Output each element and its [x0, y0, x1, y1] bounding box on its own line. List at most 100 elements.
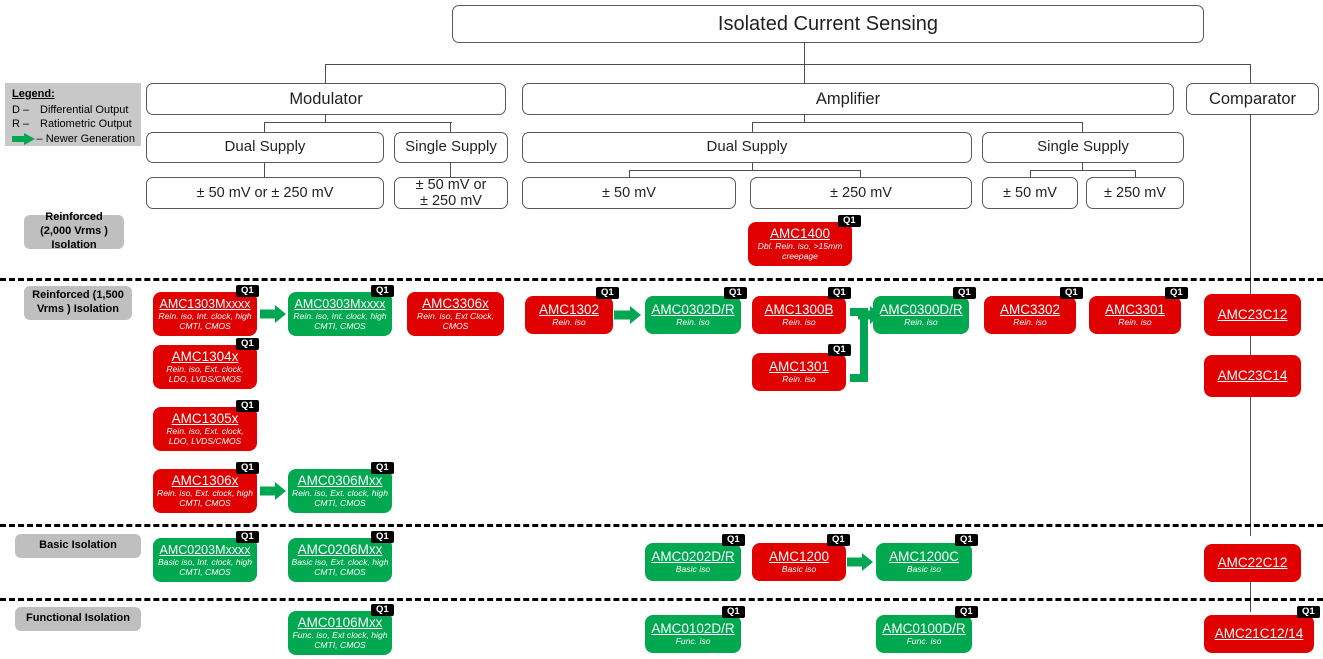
- device-amc3302[interactable]: AMC3302 Rein. iso: [984, 296, 1076, 334]
- range-amp-dual-250mv: ± 250 mV: [750, 177, 972, 209]
- connector-modsingle-down: [450, 163, 452, 178]
- device-part-number: AMC1305x: [171, 411, 239, 427]
- q1-badge: Q1: [1060, 287, 1083, 300]
- device-amc1304x[interactable]: AMC1304x Rein. iso, Ext. clock, LDO, LVD…: [153, 345, 257, 389]
- device-subtitle: Func. iso: [675, 636, 711, 647]
- device-amc1300b[interactable]: AMC1300B Rein. iso: [752, 296, 846, 334]
- device-amc1306x[interactable]: AMC1306x Rein. iso, Ext. clock, high CMT…: [153, 469, 257, 513]
- q1-badge: Q1: [828, 344, 851, 357]
- device-subtitle: Rein. iso, Ext. clock, high CMTI, CMOS: [291, 488, 388, 509]
- q1-badge: Q1: [236, 338, 259, 351]
- q1-badge: Q1: [724, 287, 747, 300]
- q1-badge: Q1: [371, 462, 394, 475]
- device-part-number: AMC1301: [768, 359, 830, 375]
- device-amc0206mxx[interactable]: AMC0206Mxx Basic iso, Ext. clock, high C…: [288, 538, 392, 582]
- device-amc0102dr[interactable]: AMC0102D/R Func. iso: [645, 615, 741, 653]
- connector-moddual-down: [264, 163, 266, 178]
- range-amp-dual-50mv: ± 50 mV: [522, 177, 736, 209]
- device-part-number: AMC1300B: [764, 302, 834, 318]
- newer-generation-arrow: [260, 305, 286, 323]
- connector-to-modulator: [325, 64, 327, 83]
- device-amc3306x[interactable]: AMC3306x Rein. iso, Ext Clock, CMOS: [407, 292, 504, 336]
- device-subtitle: Basic iso, Int. clock, high CMTI, CMOS: [157, 556, 253, 577]
- device-subtitle: Rein. iso, Int. clock, high CMTI, CMOS: [158, 310, 252, 331]
- device-subtitle: Rein. iso: [1013, 317, 1047, 328]
- device-part-number: AMC0202D/R: [651, 549, 735, 565]
- device-amc0306mxx[interactable]: AMC0306Mxx Rein. iso, Ext. clock, high C…: [288, 469, 392, 513]
- device-subtitle: Basic iso: [675, 564, 711, 575]
- device-part-number: AMC22C12: [1217, 555, 1288, 571]
- device-amc0203mxxxx[interactable]: AMC0203Mxxxx Basic iso, Int. clock, high…: [153, 538, 257, 582]
- device-amc0302dr[interactable]: AMC0302D/R Rein. iso: [645, 296, 741, 334]
- device-part-number: AMC0303Mxxxx: [294, 296, 386, 311]
- q1-badge: Q1: [371, 531, 394, 544]
- device-subtitle: Func. iso: [906, 636, 942, 647]
- row-label-basic: Basic Isolation: [15, 534, 141, 558]
- range-modulator-single: ± 50 mV or ± 250 mV: [394, 177, 508, 209]
- newer-generation-arrow: [260, 482, 286, 500]
- device-part-number: AMC0206Mxx: [297, 542, 383, 558]
- device-subtitle: Func. iso, Ext clock, high CMTI, CMOS: [292, 630, 388, 651]
- legend-row-differential: D – Differential Output: [12, 103, 135, 118]
- device-amc23c12[interactable]: AMC23C12: [1204, 294, 1301, 336]
- connector-to-comparator: [1250, 64, 1252, 83]
- device-amc22c12[interactable]: AMC22C12: [1204, 544, 1301, 582]
- connector-ampdual-down: [752, 163, 754, 171]
- connector-mod-single: [450, 122, 452, 133]
- legend-heading: Legend:: [12, 88, 55, 100]
- device-part-number: AMC23C14: [1217, 368, 1288, 384]
- q1-badge: Q1: [722, 606, 745, 619]
- q1-badge: Q1: [955, 534, 978, 547]
- device-part-number: AMC1200: [768, 549, 830, 565]
- row-label-functional: Functional Isolation: [15, 607, 141, 631]
- device-amc1200c[interactable]: AMC1200C Basic iso: [876, 543, 972, 581]
- legend-row-newer-generation: – Newer Generation: [12, 132, 135, 147]
- device-amc0202dr[interactable]: AMC0202D/R Basic iso: [645, 543, 741, 581]
- divider-basic: [0, 524, 1323, 527]
- green-arrow-icon: [12, 132, 35, 145]
- legend-text-ratiometric: Ratiometric Output: [40, 118, 132, 131]
- device-part-number: AMC1304x: [171, 349, 239, 365]
- connector-ampsingle-50: [1030, 170, 1032, 178]
- device-subtitle: Basic iso, Ext. clock, high CMTI, CMOS: [291, 557, 389, 578]
- device-amc1302[interactable]: AMC1302 Rein. iso: [525, 296, 613, 334]
- device-amc0300dr[interactable]: AMC0300D/R Rein. iso: [873, 296, 969, 334]
- device-amc1200[interactable]: AMC1200 Basic iso: [752, 543, 846, 581]
- node-amplifier-single-supply: Single Supply: [982, 132, 1184, 163]
- q1-badge: Q1: [236, 400, 259, 413]
- device-amc1400[interactable]: AMC1400 Dbl. Rein. iso, >15mm creepage: [748, 222, 852, 266]
- q1-badge: Q1: [596, 287, 619, 300]
- device-amc0106mxx[interactable]: AMC0106Mxx Func. iso, Ext clock, high CM…: [288, 611, 392, 655]
- q1-badge: Q1: [236, 462, 259, 475]
- q1-badge: Q1: [1165, 287, 1188, 300]
- node-modulator-single-supply: Single Supply: [394, 132, 508, 163]
- row-label-reinforced-2000: Reinforced (2,000 Vrms ) Isolation: [24, 211, 124, 251]
- q1-badge: Q1: [827, 534, 850, 547]
- device-subtitle: Rein. iso: [1118, 317, 1152, 328]
- legend-key-r: R –: [12, 118, 30, 131]
- connector-amp-dual: [752, 122, 754, 133]
- device-part-number: AMC3306x: [422, 296, 489, 312]
- device-subtitle: Rein. iso: [904, 317, 938, 328]
- device-amc0100dr[interactable]: AMC0100D/R Func. iso: [876, 615, 972, 653]
- q1-badge: Q1: [371, 604, 394, 617]
- device-amc23c14[interactable]: AMC23C14: [1204, 355, 1301, 397]
- device-part-number: AMC1303Mxxxx: [159, 296, 251, 311]
- device-amc3301[interactable]: AMC3301 Rein. iso: [1089, 296, 1181, 334]
- legend-box: Legend: D – Differential Output R – Rati…: [5, 83, 141, 146]
- q1-badge: Q1: [722, 534, 745, 547]
- device-amc0303mxxxx[interactable]: AMC0303Mxxxx Rein. iso, Int. clock, high…: [288, 292, 392, 336]
- device-subtitle: Rein. iso, Ext Clock, CMOS: [417, 311, 494, 332]
- connector-ampdual-bus: [629, 170, 861, 172]
- device-amc1301[interactable]: AMC1301 Rein. iso: [752, 353, 846, 391]
- device-subtitle: Rein. iso, Int. clock, high CMTI, CMOS: [293, 310, 387, 331]
- device-amc1305x[interactable]: AMC1305x Rein. iso, Ext. clock, LDO, LVD…: [153, 407, 257, 451]
- device-amc21c1214[interactable]: AMC21C12/14: [1204, 615, 1314, 653]
- device-amc1303mxxxx[interactable]: AMC1303Mxxxx Rein. iso, Int. clock, high…: [153, 292, 257, 336]
- q1-badge: Q1: [828, 287, 851, 300]
- connector-mod-dual: [264, 122, 266, 133]
- device-subtitle: Rein. iso: [782, 374, 816, 385]
- device-subtitle: Rein. iso, Ext. clock, LDO, LVDS/CMOS: [166, 426, 244, 447]
- newer-generation-arrow: [847, 553, 874, 571]
- connector-ampsingle-down: [1082, 163, 1084, 171]
